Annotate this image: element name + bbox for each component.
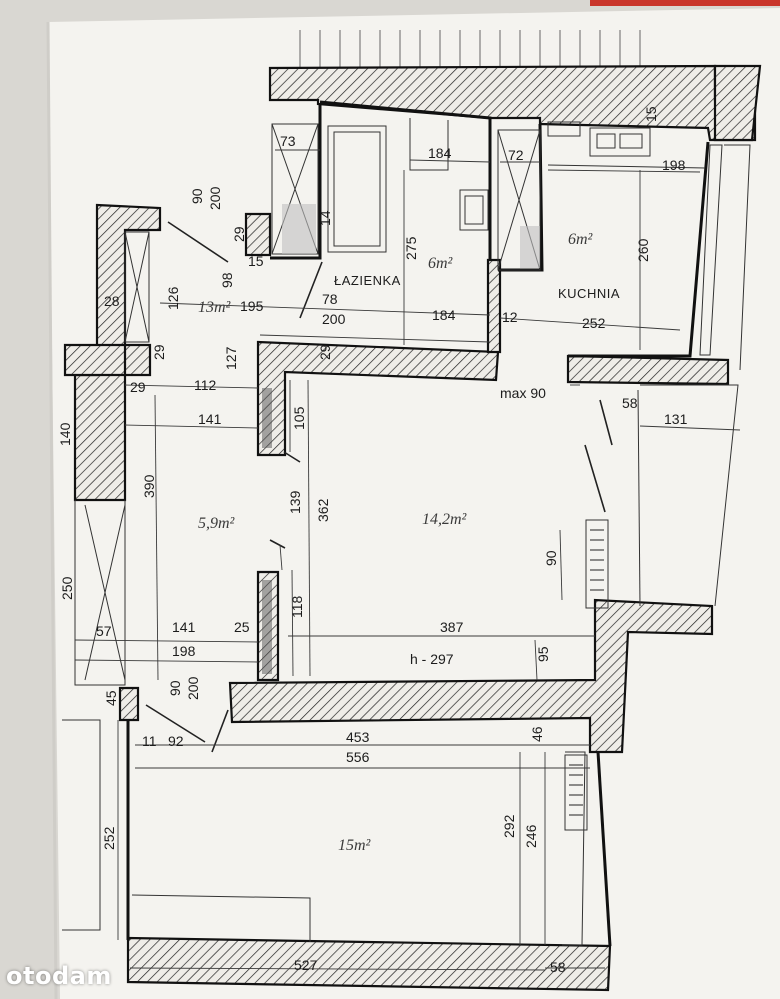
dim-label: 25 (234, 619, 250, 635)
dim-label: 275 (403, 236, 419, 260)
bathtub (327, 125, 387, 253)
dim-label: 387 (440, 619, 464, 635)
dim-label: max 90 (500, 385, 546, 401)
dim-label: 28 (104, 293, 120, 309)
dim-label: 252 (101, 826, 117, 850)
dim-label: 73 (280, 133, 296, 149)
dim-label: 72 (508, 147, 524, 163)
dim-label: 200 (322, 311, 346, 327)
room-area-small-room: 5,9m² (198, 515, 236, 532)
dim-label: 92 (168, 733, 184, 749)
dim-label: 118 (289, 595, 305, 618)
radiator-bedroom (564, 754, 588, 831)
dim-label: 252 (582, 315, 606, 331)
dim-label: 58 (622, 395, 638, 411)
dim-label: 14 (317, 210, 333, 226)
dim-label: 15 (643, 106, 659, 122)
exterior-hatching-top (299, 30, 641, 68)
dim-label: 390 (141, 474, 157, 498)
red-top-edge (590, 0, 780, 6)
dim-label: 200 (207, 186, 223, 210)
dim-label: 105 (291, 406, 307, 430)
room-area-hall: 13m² (198, 299, 232, 316)
dim-label: 140 (57, 422, 73, 446)
dim-label: 12 (502, 309, 518, 325)
dim-label: 127 (223, 346, 239, 370)
room-area-bathroom: 6m² (428, 255, 454, 272)
dim-label: 29 (130, 379, 146, 395)
dim-label: 260 (635, 238, 651, 262)
dim-label: 141 (172, 619, 196, 635)
dim-label: 131 (664, 411, 688, 427)
dim-label: 246 (523, 824, 539, 848)
dim-label: 90 (167, 680, 183, 696)
room-label-bathroom: ŁAZIENKA (334, 273, 401, 288)
kitchen-stove (589, 127, 651, 157)
dim-label: h - 297 (410, 651, 454, 667)
dim-label: 195 (240, 298, 264, 314)
room-area-kitchen: 6m² (568, 231, 594, 248)
dim-label: 90 (543, 550, 559, 566)
dim-label: 57 (96, 623, 112, 639)
radiator-living (585, 519, 609, 609)
dimension-lines (74, 149, 741, 971)
dim-label: 58 (550, 959, 566, 975)
dim-label: 78 (322, 291, 338, 307)
dim-label: 29 (151, 344, 167, 360)
dim-label: 29 (317, 344, 333, 360)
fixtures (124, 118, 706, 831)
paper-edge (46, 21, 58, 999)
dim-label: 556 (346, 749, 370, 765)
dim-label: 45 (103, 690, 119, 706)
room-area-bedroom: 15m² (338, 837, 372, 854)
dim-label: 292 (501, 814, 517, 838)
walls (63, 64, 762, 992)
dim-label: 139 (287, 490, 303, 514)
room-label-kitchen: KUCHNIA (558, 286, 620, 301)
dim-label: 184 (432, 307, 456, 323)
outlines (62, 100, 751, 947)
dim-label: 15 (248, 253, 264, 269)
dim-label: 141 (198, 411, 222, 427)
dim-label: 126 (165, 286, 181, 310)
dimension-labels: 73 184 72 198 15 14 275 260 90 200 29 98… (57, 106, 688, 975)
dim-label: 90 (189, 188, 205, 204)
dim-label: 250 (59, 576, 75, 600)
room-area-living-room: 14,2m² (422, 511, 468, 528)
shaft-kitchen (497, 129, 541, 271)
dim-label: 95 (535, 646, 551, 662)
dim-label: 198 (172, 643, 196, 659)
dim-label: 200 (185, 676, 201, 700)
dim-label: 29 (231, 226, 247, 242)
dim-label: 453 (346, 729, 370, 745)
dim-label: 11 (142, 733, 157, 749)
dim-label: 198 (662, 157, 686, 173)
dim-label: 527 (294, 957, 318, 973)
dim-label: 98 (219, 272, 235, 288)
dim-label: 112 (194, 377, 217, 393)
dim-label: 362 (315, 498, 331, 522)
dim-label: 184 (428, 145, 452, 161)
dim-label: 46 (529, 726, 545, 742)
watermark-logo: otodam (6, 962, 112, 990)
washbasin (459, 189, 489, 231)
